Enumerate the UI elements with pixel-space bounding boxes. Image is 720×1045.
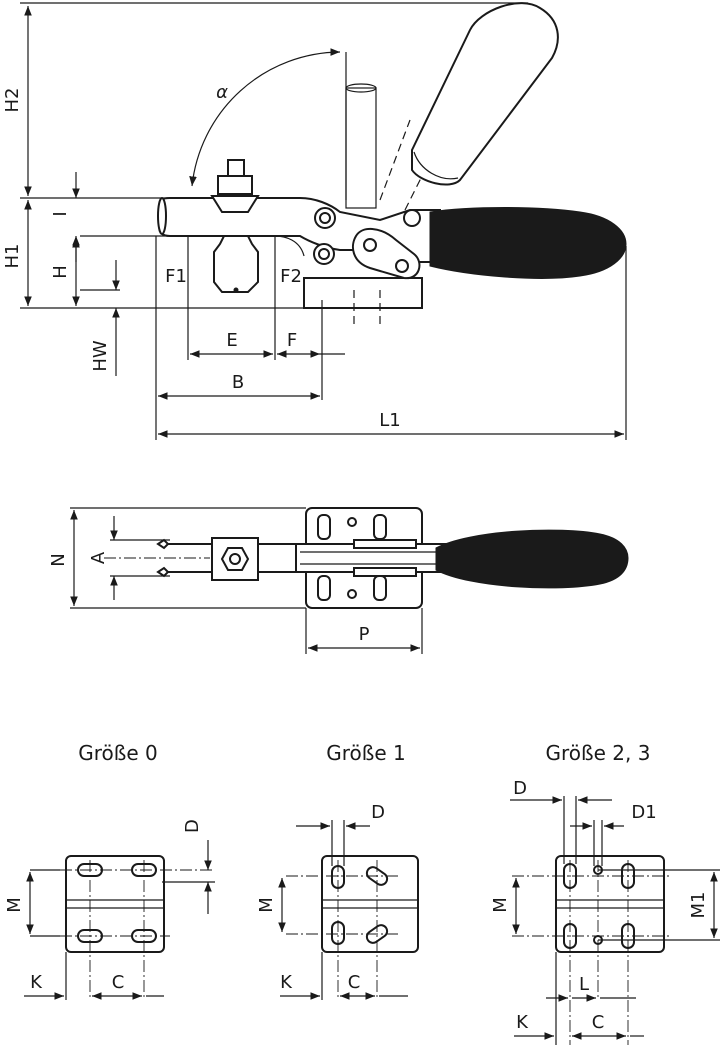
alpha-angle-arc (189, 48, 341, 187)
base-hole-2 (347, 589, 357, 599)
spindle-hex-center (229, 553, 241, 565)
base-plate (303, 277, 423, 309)
top-view: N A P (48, 507, 629, 654)
open-handle-grip-line (413, 151, 459, 180)
side-view: H2 H1 I H HW α (2, 2, 627, 440)
p-label: P (359, 624, 370, 645)
spindle-nut (217, 175, 253, 195)
spindle-washer (210, 195, 260, 213)
spindle-top (227, 159, 245, 177)
size-2-3-d1-label: D1 (631, 802, 656, 823)
alpha-label: α (216, 82, 228, 103)
f-label: F (287, 330, 297, 351)
b-label: B (232, 372, 244, 393)
top-view-handle (435, 529, 629, 589)
size-2-3-l-label: L (579, 974, 589, 995)
size-1-title: Größe 1 (326, 741, 406, 765)
h2-label: H2 (2, 88, 23, 113)
hw-label: HW (90, 340, 111, 372)
base-slot-3 (317, 575, 331, 601)
closed-handle (429, 207, 627, 279)
size-2-3-k-label: K (516, 1012, 529, 1033)
size-2-3-c-label: C (592, 1012, 605, 1033)
size-2-3-m1-label: M1 (688, 892, 709, 919)
arm-tip-lower (156, 566, 170, 578)
size-1-d-label: D (371, 802, 385, 823)
size-0-title: Größe 0 (78, 741, 158, 765)
a-label: A (88, 551, 109, 564)
handle-pivot (403, 209, 421, 227)
size-2-3-m-label: M (490, 897, 511, 913)
e-label: E (226, 330, 237, 351)
link-pin-1 (363, 238, 377, 252)
arm-tip-upper (156, 538, 170, 550)
size-2-3-detail: Größe 2, 3 M M1 D D1 L (490, 741, 720, 1045)
pivot-pin-1-inner (319, 212, 331, 224)
clamp-arm-tip (157, 197, 167, 235)
link-pin-2 (395, 259, 409, 273)
size-1-plate (321, 855, 419, 953)
i-label: I (50, 211, 71, 216)
size-0-k-label: K (30, 972, 43, 993)
vertical-pin (345, 87, 377, 209)
pressure-pad (213, 235, 259, 293)
link-bar-lower (353, 567, 417, 577)
size-1-c-label: C (348, 972, 361, 993)
open-lever-dashed-1 (379, 119, 411, 201)
n-label: N (48, 553, 69, 566)
size-0-plate (65, 855, 165, 953)
base-slot-1 (317, 514, 331, 540)
size-0-c-label: C (112, 972, 125, 993)
size-1-k-label: K (280, 972, 293, 993)
pressure-pad-tip (233, 287, 239, 293)
size-2-3-plate (555, 855, 665, 953)
size-0-m-label: M (4, 897, 25, 913)
f2-reference-curve (274, 235, 305, 257)
h-label: H (50, 265, 71, 279)
base-slot-2 (373, 514, 387, 540)
size-1-detail: Größe 1 M D K C (256, 741, 419, 1000)
f2-label: F2 (280, 266, 302, 287)
link-bar-upper (353, 539, 417, 549)
open-handle (411, 2, 559, 186)
size-1-m-label: M (256, 897, 277, 913)
pivot-pin-2-inner (318, 248, 330, 260)
size-0-detail: Größe 0 M D K C (4, 741, 215, 1000)
l1-label: L1 (379, 410, 400, 431)
f1-label: F1 (165, 266, 187, 287)
h1-label: H1 (2, 244, 23, 269)
size-0-d-label: D (182, 819, 203, 833)
base-hole-1 (347, 517, 357, 527)
size-2-3-d-label: D (513, 778, 527, 799)
base-slot-4 (373, 575, 387, 601)
size-2-3-title: Größe 2, 3 (546, 741, 651, 765)
